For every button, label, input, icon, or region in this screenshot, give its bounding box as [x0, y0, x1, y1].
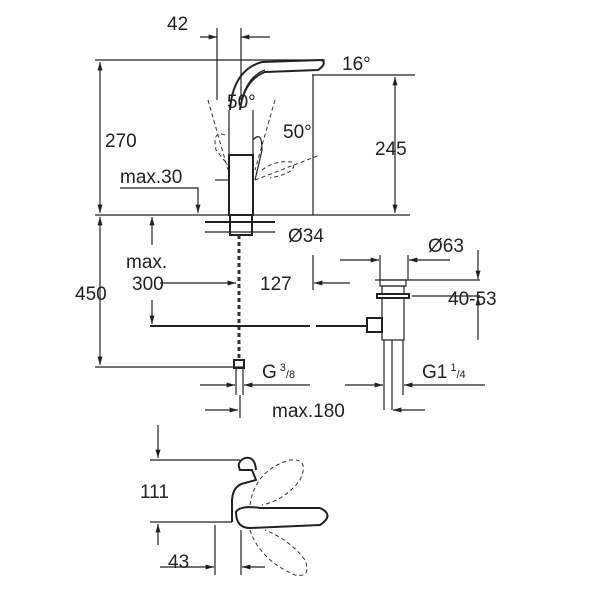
label-lever-angle-left: 50°: [227, 92, 256, 113]
faucet-side-view: [205, 58, 325, 395]
faucet-top-view: [150, 425, 329, 576]
dimension-lines: [97, 34, 485, 418]
inlet-thread-num: 3: [280, 362, 286, 374]
label-below-deck-length: 450: [75, 284, 107, 305]
label-lever-angle-right: 50°: [283, 122, 312, 143]
label-deck-thickness: max.30: [120, 167, 182, 188]
label-max: max.: [126, 252, 167, 273]
label-spout-offset: 42: [167, 14, 188, 35]
waste-thread-den: 4: [460, 369, 466, 381]
label-hole-diameter: Ø34: [288, 226, 324, 247]
label-top-view-depth: 111: [140, 482, 169, 503]
label-total-height: 270: [105, 131, 137, 152]
waste-thread-prefix: G1: [422, 362, 447, 383]
label-waste-diameter: Ø63: [428, 236, 464, 257]
waste-assembly: [150, 255, 480, 410]
label-spout-angle: 16°: [342, 54, 371, 75]
label-max-spacing: max.180: [272, 401, 345, 422]
label-waste-range: 40-53: [448, 289, 497, 310]
label-spout-height: 245: [375, 139, 407, 160]
inlet-thread-den: 8: [289, 369, 295, 381]
label-max-value: 300: [132, 274, 164, 295]
waste-thread-num: 1: [450, 362, 456, 374]
inlet-thread-prefix: G: [262, 362, 277, 383]
label-rod-offset: 127: [260, 274, 292, 295]
reference-lines: [95, 28, 415, 368]
label-top-view-offset: 43: [168, 552, 189, 573]
